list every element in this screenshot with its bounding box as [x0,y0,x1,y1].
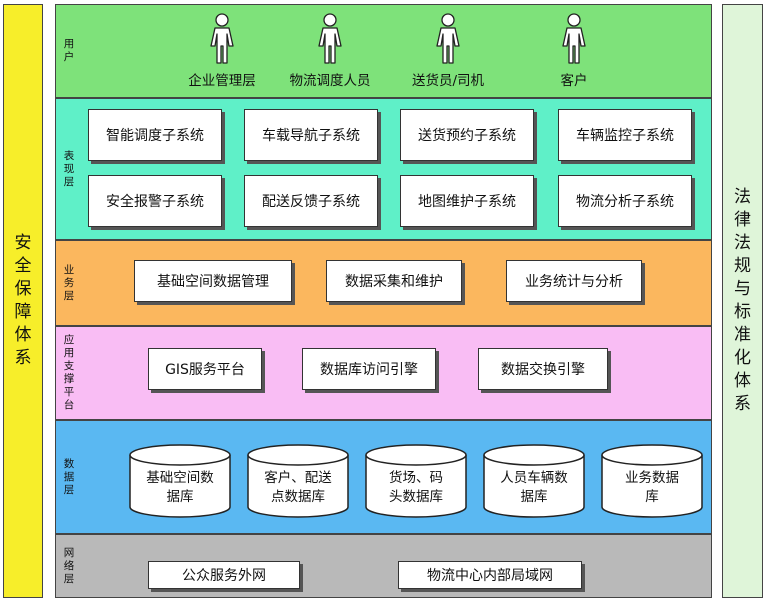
database-cylinder: 业务数据库 [600,443,704,519]
actor-customer: 客户 [534,13,614,89]
subsystem-box: 智能调度子系统 [88,109,222,161]
subsystem-box: 配送反馈子系统 [244,175,378,227]
actor-enterprise-management: 企业管理层 [182,13,262,89]
legal-standards-pillar-label: 法律法规与标准化体系 [734,187,751,414]
person-icon [436,13,460,64]
user-layer: 用户 企业管理层 物流调度人员 送货员/司机 客户 [55,4,712,98]
subsystem-box: 送货预约子系统 [400,109,534,161]
database-cylinder: 货场、码头数据库 [364,443,468,519]
subsystem-box: 车辆监控子系统 [558,109,692,161]
database-label: 业务数据库 [625,470,679,505]
support-platform-layer: 应用支撑平台 GIS服务平台 数据库访问引擎 数据交换引擎 [55,326,712,420]
business-module-box: 基础空间数据管理 [134,260,292,302]
database-cylinder: 人员车辆数据库 [482,443,586,519]
database-label: 人员车辆数据库 [500,470,568,505]
support-platform-layer-label: 应用支撑平台 [63,334,75,411]
subsystem-box: 物流分析子系统 [558,175,692,227]
legal-standards-pillar: 法律法规与标准化体系 [722,4,763,598]
presentation-layer: 表现层 智能调度子系统 车载导航子系统 送货预约子系统 车辆监控子系统 安全报警… [55,98,712,240]
business-module-box: 业务统计与分析 [506,260,642,302]
network-layer: 网络层 公众服务外网 物流中心内部局域网 [55,534,712,598]
person-icon [318,13,342,64]
subsystem-box: 车载导航子系统 [244,109,378,161]
database-cylinder: 客户、配送点数据库 [246,443,350,519]
actor-label: 送货员/司机 [411,73,485,89]
user-layer-label: 用户 [63,38,75,63]
person-icon [562,13,586,64]
network-layer-label: 网络层 [63,546,75,585]
person-icon [210,13,234,64]
security-pillar-label: 安全保障体系 [14,233,32,368]
actor-delivery-driver: 送货员/司机 [398,13,498,89]
data-layer-label: 数据层 [63,457,75,496]
presentation-layer-label: 表现层 [63,149,75,188]
network-box: 公众服务外网 [148,561,300,589]
data-layer: 数据层 基础空间数据库 客户、配送点数据库 货场、码头数据库 人员车辆数据库 [55,420,712,534]
actor-logistics-dispatcher: 物流调度人员 [280,13,380,89]
subsystem-box: 安全报警子系统 [88,175,222,227]
subsystem-box: 地图维护子系统 [400,175,534,227]
network-box: 物流中心内部局域网 [398,561,582,589]
actor-label: 客户 [560,73,588,89]
business-layer-label: 业务层 [63,263,75,302]
database-cylinder: 基础空间数据库 [128,443,232,519]
business-module-box: 数据采集和维护 [326,260,462,302]
security-pillar: 安全保障体系 [3,4,43,598]
database-label: 货场、码头数据库 [389,470,443,505]
database-label: 基础空间数据库 [146,470,214,505]
support-engine-box: 数据库访问引擎 [302,348,436,390]
database-label: 客户、配送点数据库 [264,470,332,505]
actor-label: 物流调度人员 [289,73,371,89]
support-engine-box: 数据交换引擎 [478,348,608,390]
actor-label: 企业管理层 [188,73,256,89]
support-engine-box: GIS服务平台 [148,348,262,390]
business-layer: 业务层 基础空间数据管理 数据采集和维护 业务统计与分析 [55,240,712,326]
